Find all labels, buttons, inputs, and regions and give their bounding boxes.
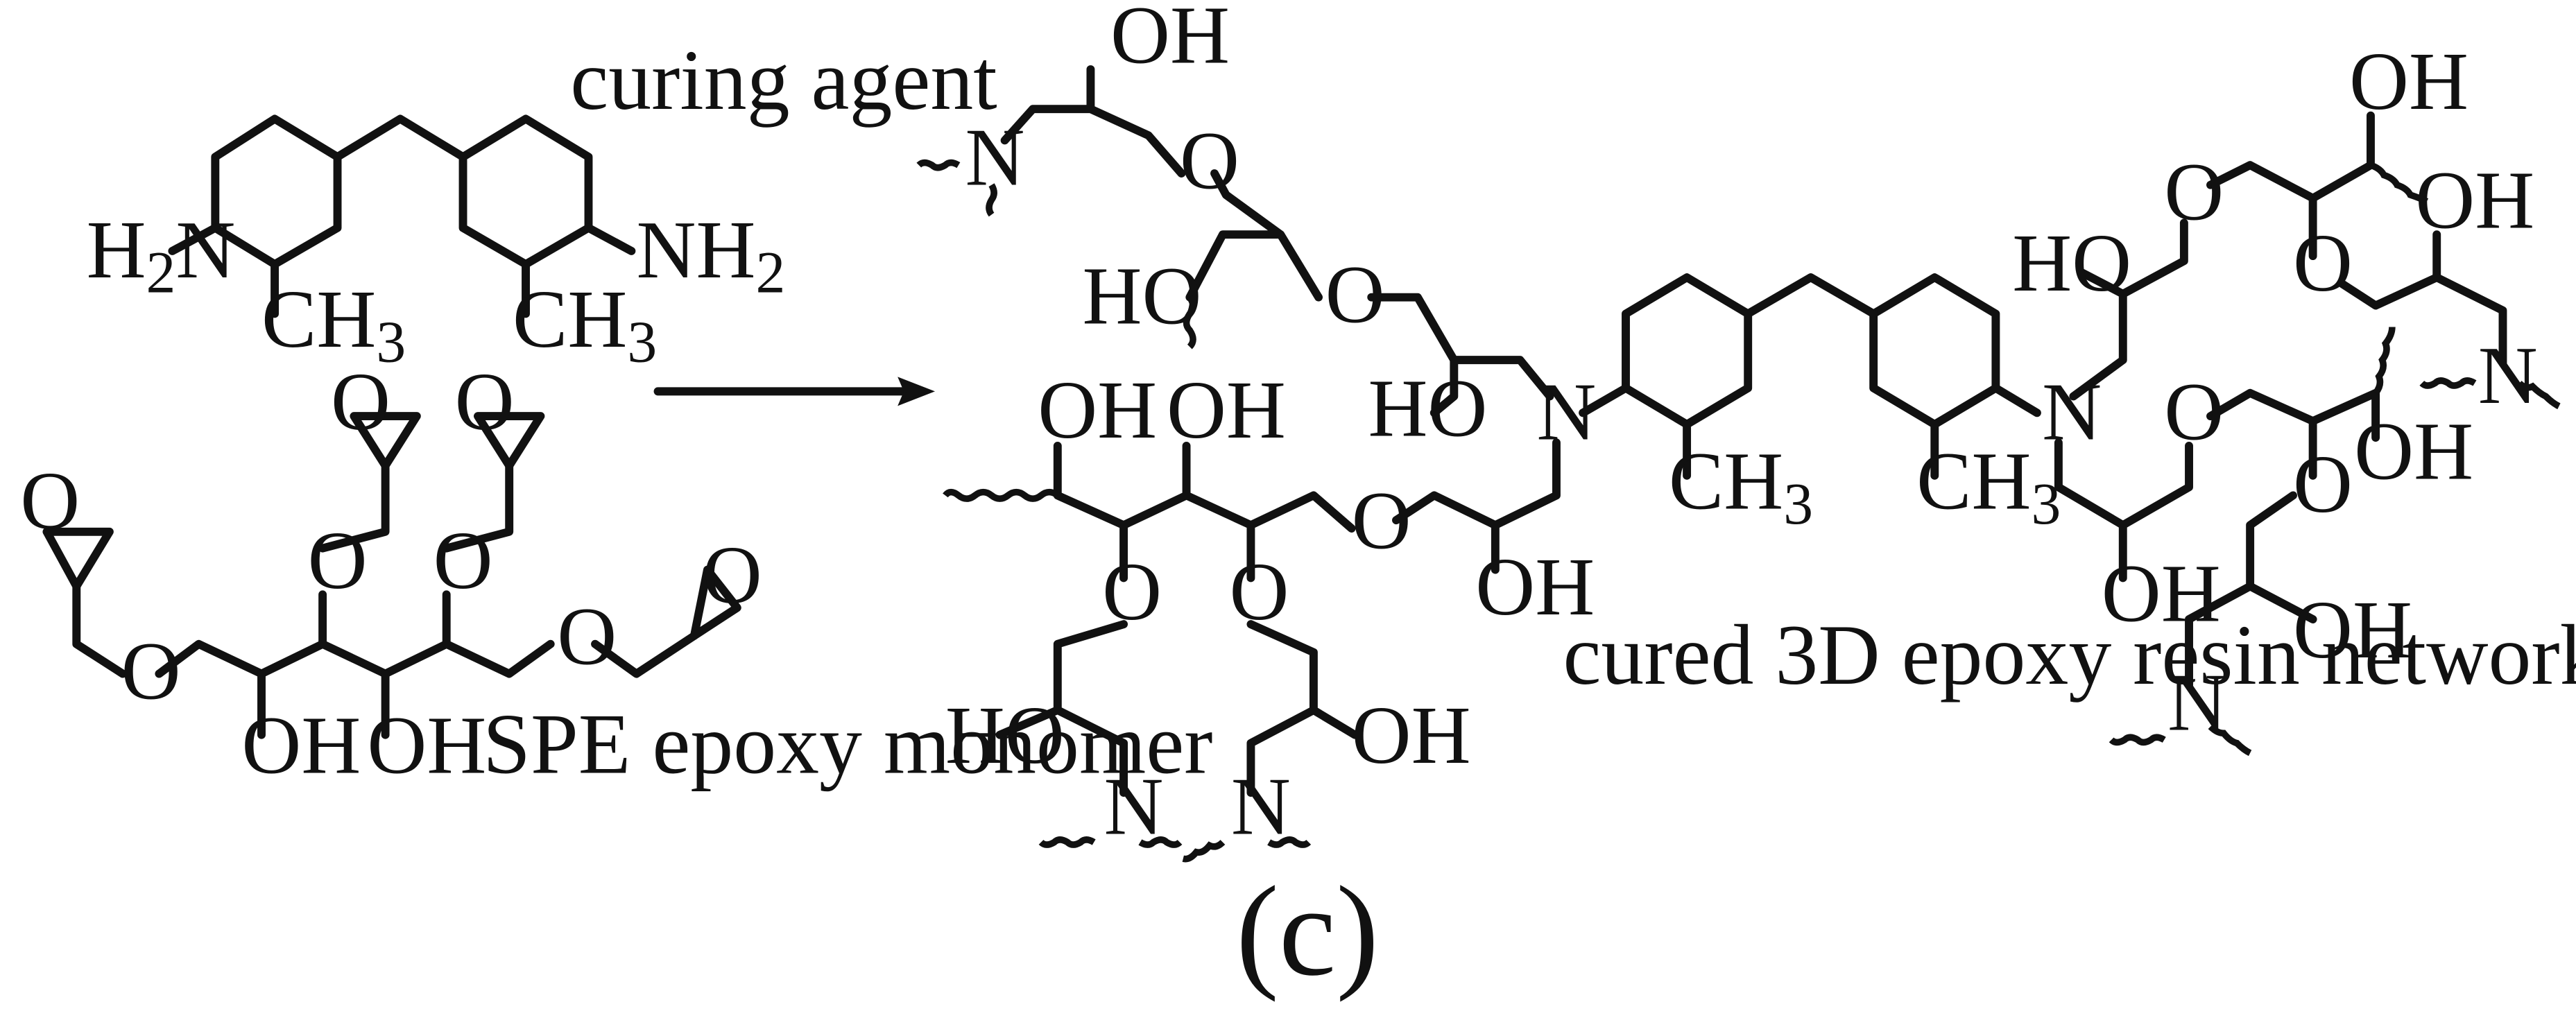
hydroxyl-group: OH bbox=[2102, 547, 2221, 639]
wavy-bond bbox=[2208, 724, 2252, 757]
hydroxyl-group: OH bbox=[2293, 584, 2412, 675]
ether-oxygen: O bbox=[1229, 546, 1289, 637]
monomer-backbone bbox=[72, 582, 698, 678]
hydroxyl-group: OH bbox=[2354, 406, 2473, 497]
methyl-group: CH3 bbox=[1669, 435, 1813, 536]
amine-nitrogen: N bbox=[1231, 761, 1291, 852]
wavy-bond bbox=[943, 488, 1060, 502]
cured-epoxy-network: CH3 CH3 N N O O HO OH HO N O O O OH OH O… bbox=[916, 0, 2576, 863]
epoxide-oxygen: O bbox=[455, 356, 515, 447]
ether-oxygen: O bbox=[2164, 365, 2224, 457]
network-ring-left bbox=[1622, 273, 1753, 429]
amine-nitrogen: N bbox=[1104, 761, 1163, 852]
ether-oxygen: O bbox=[1325, 248, 1385, 340]
network-upper-right-branch bbox=[2069, 111, 2507, 401]
monomer-label: SPE epoxy monomer bbox=[483, 696, 1212, 791]
wavy-bond bbox=[2369, 162, 2429, 205]
wavy-bond bbox=[1038, 836, 1096, 848]
wavy-bond bbox=[1267, 836, 1312, 848]
methyl-group-right: CH3 bbox=[513, 273, 657, 374]
hydroxyl-group: OH bbox=[367, 699, 486, 791]
amine-nitrogen: N bbox=[2478, 329, 2538, 421]
epoxide-oxygen: O bbox=[703, 529, 762, 621]
monomer-side-chains bbox=[257, 461, 514, 739]
ether-oxygen: O bbox=[1352, 475, 1411, 567]
hydroxyl-group: OH bbox=[1352, 689, 1471, 781]
ether-oxygen: O bbox=[1102, 546, 1162, 637]
hydroxyl-group: OH bbox=[2349, 35, 2468, 127]
ether-oxygen: O bbox=[433, 515, 493, 606]
epoxide-oxygen: O bbox=[20, 455, 80, 546]
methyl-group-left: CH3 bbox=[261, 273, 406, 374]
network-lower-right-branch bbox=[2054, 388, 2380, 690]
epoxide-oxygen: O bbox=[331, 356, 390, 447]
network-upper-left-branch bbox=[1000, 65, 1554, 417]
network-label: cured 3D epoxy resin network bbox=[1563, 607, 2576, 702]
wavy-bond bbox=[916, 159, 961, 171]
hydroxyl-group: OH bbox=[1167, 364, 1286, 456]
ether-oxygen: O bbox=[308, 515, 368, 606]
ether-oxygen: O bbox=[2164, 146, 2224, 238]
wavy-bond bbox=[2373, 327, 2396, 395]
hydroxyl-group: OH bbox=[241, 699, 361, 791]
network-core-bonds bbox=[1579, 273, 2041, 480]
hydroxyl-group: OH bbox=[1038, 364, 1157, 456]
wavy-bond bbox=[1138, 836, 1183, 848]
hydroxyl-group: HO bbox=[1368, 363, 1487, 454]
curing-agent: H2N NH2 CH3 CH3 curing agent bbox=[87, 33, 997, 374]
wavy-bond bbox=[1183, 295, 1196, 350]
epoxide-rings bbox=[42, 412, 741, 640]
curing-agent-ring-right bbox=[458, 114, 593, 268]
ether-oxygen: O bbox=[2293, 438, 2353, 530]
curing-agent-label: curing agent bbox=[570, 33, 997, 128]
methyl-group: CH3 bbox=[1916, 435, 2061, 536]
hydroxyl-group: HO bbox=[1083, 250, 1202, 342]
reaction-arrow bbox=[653, 377, 936, 406]
wavy-bond bbox=[2109, 734, 2166, 746]
wavy-bond bbox=[2419, 377, 2477, 389]
spe-epoxy-monomer: O O O O O O O O OH OH SPE epoxy monomer bbox=[20, 356, 1212, 791]
hydroxyl-group: HO bbox=[2012, 217, 2131, 309]
hydroxyl-group: OH bbox=[1110, 0, 1230, 80]
ether-oxygen: O bbox=[1180, 114, 1239, 206]
hydroxyl-group: OH bbox=[1475, 541, 1595, 632]
wavy-bond bbox=[1182, 839, 1226, 863]
network-ring-right bbox=[1869, 273, 2000, 429]
panel-label: (c) bbox=[1236, 860, 1379, 1003]
wavy-bond bbox=[986, 183, 997, 217]
amine-nitrogen: N bbox=[1536, 365, 1596, 457]
wavy-bond bbox=[2516, 380, 2561, 410]
curing-agent-substituents bbox=[168, 223, 636, 318]
ether-oxygen: O bbox=[557, 590, 617, 682]
ether-oxygen: O bbox=[2293, 217, 2353, 309]
amine-group-left: H2N bbox=[87, 204, 236, 305]
network-lower-left-branch bbox=[995, 438, 1561, 797]
amine-group-right: NH2 bbox=[637, 204, 786, 305]
curing-agent-bridge bbox=[333, 114, 467, 162]
hydroxyl-group: HO bbox=[945, 689, 1065, 781]
ether-oxygen: O bbox=[121, 625, 181, 716]
hydroxyl-group: OH bbox=[2415, 155, 2534, 246]
